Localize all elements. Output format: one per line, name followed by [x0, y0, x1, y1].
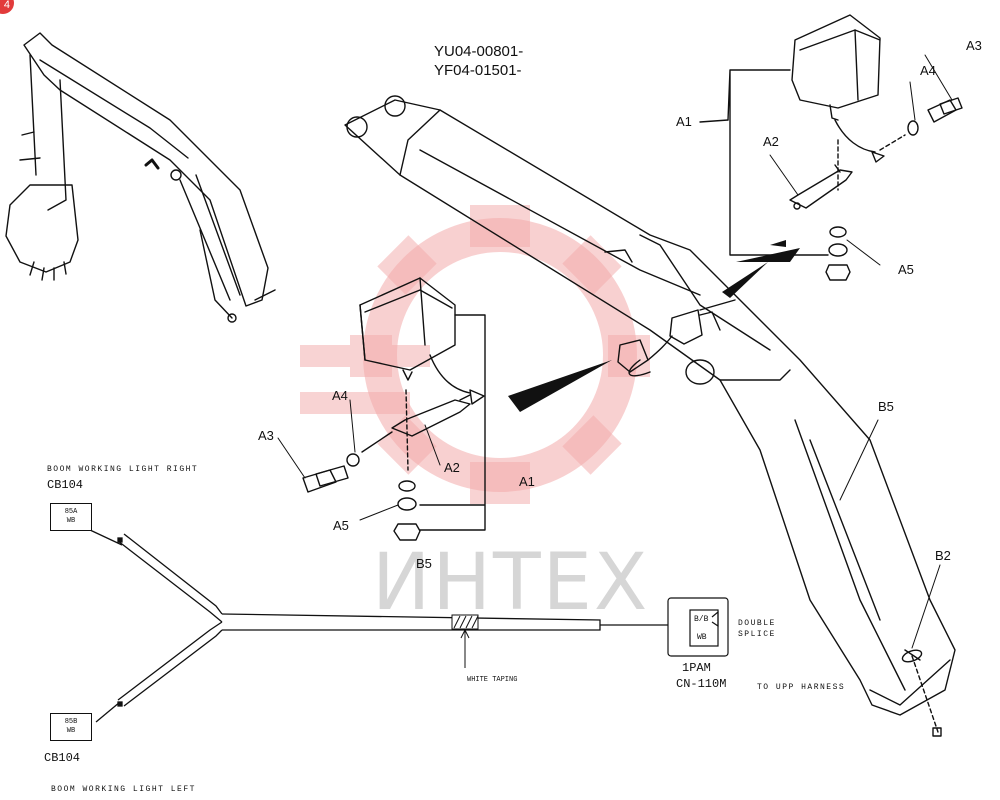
callout-b5-boom: B5 [878, 399, 894, 414]
boom-clamp [901, 649, 942, 737]
left-light-title: BOOM WORKING LIGHT LEFT [51, 785, 196, 794]
model-code-1: YU04-00801- [434, 43, 524, 60]
direction-arrows [508, 240, 800, 412]
left-box-line-1: 85B [64, 718, 78, 726]
splice-box-line-1: B/B [694, 615, 709, 624]
watermark-text: ИНТЕХ [372, 538, 650, 628]
double-splice [667, 597, 729, 657]
callout-a5-top: A5 [898, 262, 914, 277]
leader-lines [277, 54, 953, 649]
left-connector-code: CB104 [44, 751, 81, 765]
callout-a5-mid: A5 [333, 518, 349, 533]
watermark-gear-teeth [300, 205, 650, 504]
callout-a4-mid: A4 [332, 388, 348, 403]
callout-a1-top: A1 [676, 114, 692, 129]
right-connector-code: CB104 [47, 478, 84, 492]
right-light-title: BOOM WORKING LIGHT RIGHT [47, 465, 199, 474]
splice-box-line-2: WB [697, 633, 707, 642]
page-badge: 4 [0, 0, 14, 14]
excavator-thumbnail [5, 32, 276, 323]
to-upp-harness-label: TO UPP HARNESS [757, 683, 846, 692]
callout-b5-wire: B5 [416, 556, 432, 571]
callout-a1-mid: A1 [519, 474, 535, 489]
wiring-harness [89, 529, 668, 723]
splice-label-2: SPLICE [738, 630, 776, 639]
callout-a4-top: A4 [920, 63, 936, 78]
left-connector-box: 85B WB [50, 713, 92, 741]
splice-code-2: CN-110M [676, 677, 727, 691]
right-box-line-2: WB [66, 517, 76, 525]
middle-light-assembly [302, 277, 486, 541]
right-box-line-1: 85A [64, 508, 78, 516]
taping-section [451, 614, 479, 668]
callout-a2-top: A2 [763, 134, 779, 149]
left-box-line-2: WB [66, 727, 76, 735]
right-connector-box: 85A WB [50, 503, 92, 531]
splice-code-1: 1PAM [682, 661, 711, 675]
callout-a2-mid: A2 [444, 460, 460, 475]
callout-a3-top: A3 [966, 38, 982, 53]
boom-outline [344, 95, 956, 716]
boom-connectors [617, 309, 721, 377]
splice-label-1: DOUBLE [738, 619, 776, 628]
callout-a3-mid: A3 [258, 428, 274, 443]
taping-label: WHITE TAPING [467, 676, 518, 684]
top-light-assembly [699, 14, 963, 281]
model-code-2: YF04-01501- [434, 62, 522, 79]
callout-b2: B2 [935, 548, 951, 563]
